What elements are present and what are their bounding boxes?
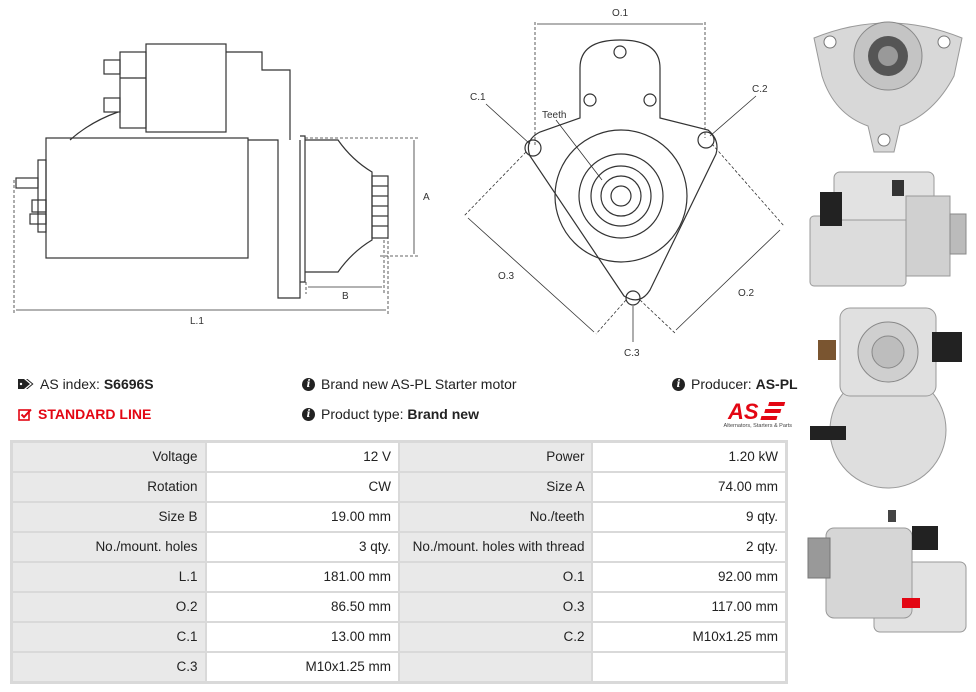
spec-value: 3 qty. (205, 532, 399, 562)
label-teeth: Teeth (542, 110, 566, 121)
spec-label: Size B (12, 502, 206, 532)
info-icon: i (302, 377, 315, 391)
spec-value: 19.00 mm (205, 502, 399, 532)
as-logo-subtitle: Alternators, Starters & Parts (723, 423, 792, 429)
hole-c2 (697, 131, 715, 149)
spec-label: C.2 (398, 622, 593, 652)
description-text: Brand new AS-PL Starter motor (321, 376, 517, 392)
hole-c1 (524, 139, 542, 157)
spec-value: 12 V (205, 442, 399, 472)
spec-value: M10x1.25 mm (592, 622, 786, 652)
as-index-label: AS index: (40, 376, 100, 392)
spec-label: Power (398, 442, 593, 472)
label-a: A (423, 192, 430, 203)
product-type-value: Brand new (407, 406, 479, 422)
check-square-icon (18, 408, 32, 421)
spec-value: 74.00 mm (592, 472, 786, 502)
standard-line-label: STANDARD LINE (38, 406, 152, 422)
producer: i Producer: AS-PL (672, 376, 798, 392)
spec-value: 13.00 mm (205, 622, 399, 652)
spec-value: 86.50 mm (205, 592, 399, 622)
spec-value: 181.00 mm (205, 562, 399, 592)
product-photo-angle[interactable] (804, 508, 972, 634)
spec-value: 9 qty. (592, 502, 786, 532)
solenoid-body (145, 43, 227, 133)
product-type-label: Product type: (321, 406, 404, 422)
label-o1: O.1 (612, 8, 629, 19)
spec-value (592, 652, 786, 682)
as-logo-mark: AS (727, 399, 786, 424)
spec-value: 92.00 mm (592, 562, 786, 592)
spec-label: No./teeth (398, 502, 593, 532)
spec-value: 1.20 kW (592, 442, 786, 472)
spec-label: Voltage (12, 442, 206, 472)
spec-label: No./mount. holes with thread (398, 532, 593, 562)
spec-label: C.1 (12, 622, 206, 652)
info-icon: i (672, 377, 685, 391)
mounting-flange (527, 39, 718, 301)
label-c3: C.3 (624, 348, 640, 359)
standard-line: STANDARD LINE (18, 406, 151, 422)
svg-text:AS: AS (727, 399, 759, 423)
as-index: AS index: S6696S (18, 376, 154, 392)
spec-label: Size A (398, 472, 593, 502)
tags-icon (18, 379, 34, 389)
product-description: i Brand new AS-PL Starter motor (302, 376, 517, 392)
spec-value: 117.00 mm (592, 592, 786, 622)
spec-label: O.1 (398, 562, 593, 592)
producer-value: AS-PL (755, 376, 798, 392)
label-o3: O.3 (498, 271, 515, 282)
spec-value: M10x1.25 mm (205, 652, 399, 682)
product-type: i Product type: Brand new (302, 406, 479, 422)
spec-label: Rotation (12, 472, 206, 502)
product-photo-side[interactable] (804, 166, 972, 292)
spec-value: 2 qty. (592, 532, 786, 562)
spec-label (398, 652, 593, 682)
product-photo-rear[interactable] (804, 298, 972, 494)
spec-label: No./mount. holes (12, 532, 206, 562)
info-icon: i (302, 407, 315, 421)
spec-label: O.3 (398, 592, 593, 622)
spec-label: L.1 (12, 562, 206, 592)
technical-drawing: A B L.1 O.1 C.1 C.2 Teeth O.3 O.2 C (13, 8, 785, 359)
as-logo[interactable]: AS Alternators, Starters & Parts (712, 399, 792, 431)
label-o2: O.2 (738, 288, 755, 299)
spec-label: C.3 (12, 652, 206, 682)
producer-label: Producer: (691, 376, 752, 392)
spec-value: CW (205, 472, 399, 502)
label-l1: L.1 (190, 316, 204, 327)
hole-c3 (625, 290, 641, 306)
label-c1: C.1 (470, 92, 486, 103)
product-photo-front[interactable] (804, 4, 972, 160)
label-c2: C.2 (752, 84, 768, 95)
label-b: B (342, 291, 349, 302)
pinion (371, 175, 389, 239)
spec-label: O.2 (12, 592, 206, 622)
as-index-value: S6696S (103, 376, 154, 392)
motor-body (45, 137, 249, 259)
